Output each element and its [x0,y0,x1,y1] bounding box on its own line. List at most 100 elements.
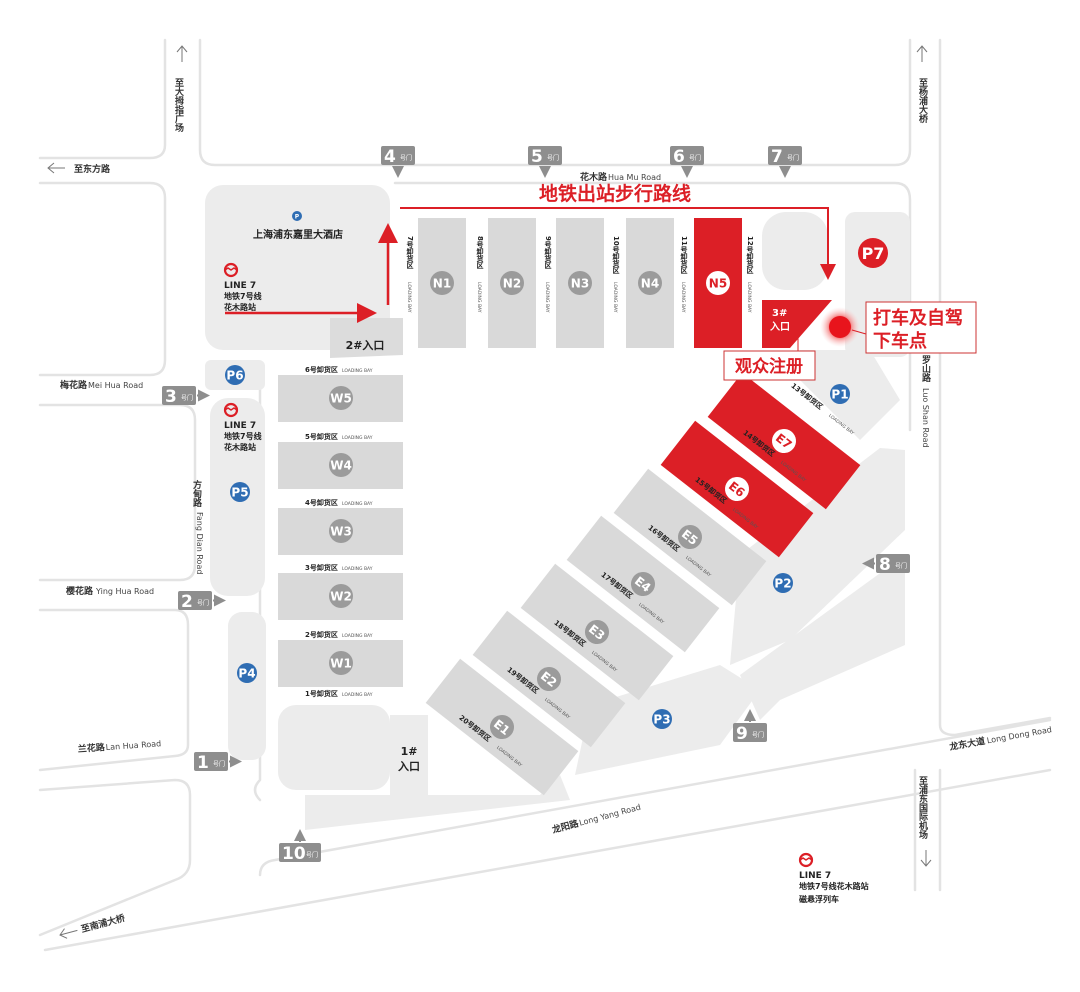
dropoff-label: 打车及自驾 [873,307,963,329]
map-label: LOADING BAY [342,566,373,572]
hall-label: N3 [571,277,589,291]
parking-p7[interactable]: P7 [858,238,888,268]
map-label: LOADING BAY [342,368,373,374]
map-label: 5号卸货区 [305,432,338,441]
map-label: 磁悬浮列车 [799,894,839,904]
map-label: 6号卸货区 [305,365,338,374]
map-label: 花木路站 [224,302,256,312]
map-label: LOADING BAY [746,282,752,313]
map-label: 号门 [306,851,318,859]
map-label: LOADING BAY [342,435,373,441]
map-label: 1号卸货区 [305,689,338,698]
hall-w3[interactable]: W3 [278,508,403,555]
hall-n2[interactable]: N2 [488,218,536,348]
parking-p2[interactable]: P2 [773,573,793,593]
map-label: 12号卸货区 [746,236,755,275]
map-label: LOADING BAY [612,282,618,313]
parking-p1[interactable]: P1 [830,384,850,404]
hall-e5[interactable]: E5 [613,468,767,606]
entrance-1[interactable]: 1# 入口 [398,745,420,773]
parking-p5[interactable]: P5 [230,482,250,502]
hall-label: N2 [503,277,521,291]
map-label: 1 [197,753,209,773]
hall-w4[interactable]: W4 [278,442,403,489]
hall-n1[interactable]: N1 [418,218,466,348]
road-network [38,38,1052,952]
hall-n5[interactable]: N5 [694,218,742,348]
parking-icon [237,663,257,683]
hall-e4[interactable]: E4 [566,515,720,653]
map-label: LOADING BAY [342,692,373,698]
map-label: LINE 7 [224,421,256,431]
parking-p4[interactable]: P4 [237,663,257,683]
parking-icon [773,573,793,593]
parking-icon [225,365,245,385]
entrance-3[interactable]: 3# 入口 [762,300,832,348]
map-label: Lan Hua Road [105,739,161,752]
map-label: 龙阳路 [550,817,581,836]
map-label: P4 [238,667,255,681]
hall-n4[interactable]: N4 [626,218,674,348]
map-label: Ying Hua Road [95,587,154,596]
hall-n3[interactable]: N3 [556,218,604,348]
dropoff-label-2: 下车点 [873,330,927,352]
map-label: 3号卸货区 [305,563,338,572]
map-label: 4号卸货区 [305,498,338,507]
map-label: 罗山路 [920,355,931,383]
hall-e1[interactable]: E1 [425,658,579,796]
loading-bay: 3号卸货区 LOADING BAY [305,563,373,572]
map-label: Mei Hua Road [88,381,143,390]
map-label: 10号卸货区 [612,236,621,275]
hall-e7[interactable]: E7 [707,372,861,510]
map-label: 11号卸货区 [680,236,689,275]
map-label: 至东方路 [74,163,111,175]
hall-label: N5 [709,277,727,291]
arrow-down-icon [920,850,932,867]
parking-p3[interactable]: P3 [652,709,672,729]
map-label: P [295,214,300,221]
entrance-3-label: 3# [772,308,787,319]
registration-label: 观众注册 [734,356,803,377]
hall-w1[interactable]: W1 [278,640,403,687]
map-label: 花木路站 [224,442,256,452]
hotel: P 上海浦东嘉里大酒店 [253,211,343,241]
hall-label: W1 [330,657,352,671]
map-label: 号门 [213,760,225,768]
hall-w5[interactable]: W5 [278,375,403,422]
map-label: 8号卸货区 [476,236,485,270]
hall-label: W2 [330,590,352,604]
map-label: 10 [282,844,306,864]
hall-e6[interactable]: E6 [660,420,814,558]
entrance-2[interactable]: 2#入口 [346,339,385,352]
hall-w2[interactable]: W2 [278,573,403,620]
map-label: P6 [226,369,243,383]
map-label: 至大拇指广场 [173,78,184,133]
hall-e3[interactable]: E3 [520,563,674,701]
map-label: Fang Dian Road [195,512,204,574]
loading-bay: 10号卸货区 LOADING BAY [612,236,621,313]
gate-1[interactable]: 1 号门 [194,752,242,773]
map-label: 兰花路 [77,741,106,755]
map-label: 2号卸货区 [305,630,338,639]
parking-p6[interactable]: P6 [225,365,245,385]
entrance-1-sub: 入口 [398,760,420,773]
loading-bay: 1号卸货区 LOADING BAY [305,689,373,698]
hall-label: W4 [330,459,352,473]
hall-e2[interactable]: E2 [472,610,626,748]
